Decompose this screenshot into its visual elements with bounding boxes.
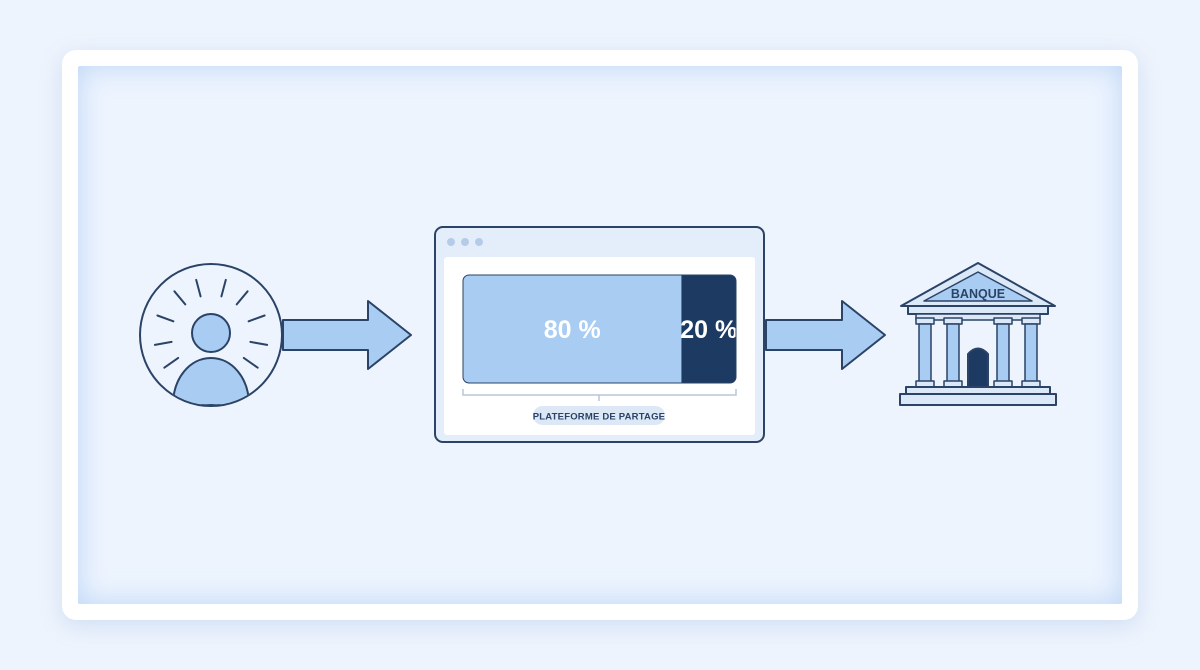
ray-line (163, 356, 180, 369)
bank-building-icon: BANQUE (899, 262, 1057, 406)
window-dots-icon (447, 238, 483, 246)
bank-step-upper (905, 386, 1051, 395)
bank-step-lower (899, 393, 1057, 406)
bank-frieze (915, 313, 1041, 321)
bank-door (967, 347, 989, 388)
person-head (191, 313, 231, 353)
share-segment-2 (681, 275, 736, 383)
share-bar (463, 275, 736, 383)
share-label-2: 20 % (680, 316, 737, 344)
ray-line (235, 290, 249, 306)
bank-roof-panel (923, 271, 1033, 302)
bank-columns (915, 317, 1041, 388)
ray-line (220, 278, 227, 298)
ray-line (173, 290, 187, 306)
right-arrow-icon (765, 300, 886, 370)
share-segment-1 (463, 275, 682, 383)
ray-line (156, 314, 175, 323)
person-sunburst-icon (139, 263, 283, 407)
caption-pill (533, 406, 665, 425)
share-bar-labels: 80 % 20 % (462, 274, 737, 384)
ray-line (153, 340, 173, 346)
person-body (171, 356, 251, 405)
platform-window: 80 % 20 % PLATEFORME DE PARTAGE (434, 226, 765, 443)
share-label-1: 80 % (544, 316, 601, 344)
right-arrow-icon (282, 300, 412, 370)
ray-line (247, 314, 266, 323)
radiating-lines (153, 278, 269, 369)
ray-line (242, 356, 259, 369)
platform-caption: PLATEFORME DE PARTAGE (533, 412, 665, 423)
share-bar-outline (462, 274, 737, 384)
caption-bracket (462, 389, 737, 401)
bank-entablature (907, 305, 1049, 315)
ray-line (195, 278, 202, 298)
bank-label: BANQUE (951, 287, 1005, 301)
ray-line (249, 340, 269, 346)
